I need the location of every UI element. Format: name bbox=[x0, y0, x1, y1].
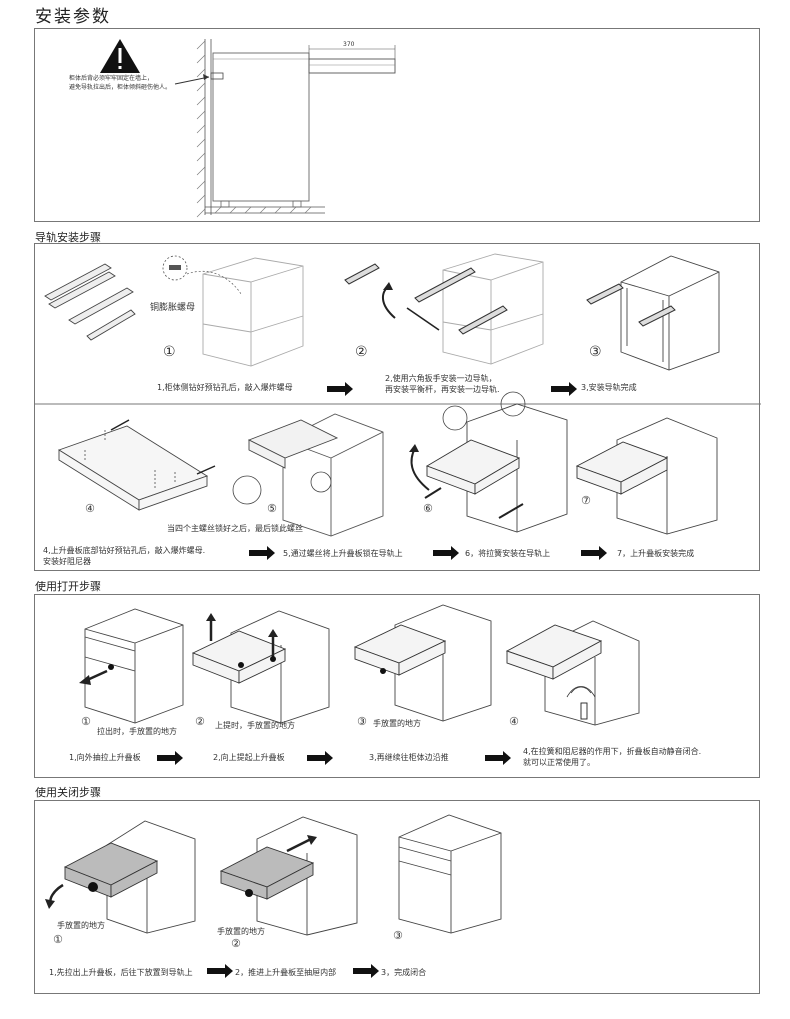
step-4-number: ④ bbox=[85, 502, 95, 515]
open-step-2-number: ② bbox=[195, 715, 205, 728]
open-step-3-number: ③ bbox=[357, 715, 367, 728]
warning-icon bbox=[100, 39, 140, 73]
rail-install-drawings bbox=[35, 244, 761, 572]
open-step-4-number: ④ bbox=[509, 715, 519, 728]
step-5-number: ⑤ bbox=[267, 502, 277, 515]
open-step-3-text: 3,再继续往柜体边沿推 bbox=[369, 753, 449, 764]
close-caption-2: 手放置的地方 bbox=[217, 927, 265, 938]
open-steps-panel: ① ② ③ ④ 拉出时，手放置的地方 上提时，手放置的地方 手放置的地方 1,向… bbox=[34, 594, 760, 778]
close-steps-heading: 使用关闭步骤 bbox=[35, 784, 101, 800]
step-3-number: ③ bbox=[589, 344, 602, 360]
close-caption-1: 手放置的地方 bbox=[57, 921, 105, 932]
open-step-4-text-line-1: 4,在拉簧和阻尼器的作用下，折叠板自动静音闭合. bbox=[523, 747, 701, 758]
close-step-1-number: ① bbox=[53, 933, 63, 946]
step-7-text: 7，上升叠板安装完成 bbox=[617, 549, 694, 560]
step-2-text-line-1: 2,使用六角扳手安装一边导轨， bbox=[385, 374, 497, 385]
install-params-panel: 柜体后背必须牢牢固定在墙上， 避免导轨拉出后，柜体倾斜砸伤他人。 370 bbox=[34, 28, 760, 222]
step-1-number: ① bbox=[163, 344, 176, 360]
step-6-number: ⑥ bbox=[423, 502, 433, 515]
close-step-1-text: 1,先拉出上升叠板，后往下放置到导轨上 bbox=[49, 968, 193, 979]
screw-note: 当四个主螺丝锁好之后，最后锁此螺丝 bbox=[167, 524, 303, 535]
warning-line-2: 避免导轨拉出后，柜体倾斜砸伤他人。 bbox=[69, 84, 171, 92]
open-step-4-text-line-2: 就可以正常使用了。 bbox=[523, 758, 595, 769]
open-step-1-text: 1,向外抽拉上升叠板 bbox=[69, 753, 141, 764]
page-title: 安装参数 bbox=[35, 2, 111, 27]
close-step-3-text: 3，完成闭合 bbox=[381, 968, 426, 979]
open-step-1-number: ① bbox=[81, 715, 91, 728]
close-step-2-number: ② bbox=[231, 937, 241, 950]
step-1-text: 1,柜体侧钻好预钻孔后，敲入爆炸螺母 bbox=[157, 383, 293, 394]
step-2-number: ② bbox=[355, 344, 368, 360]
open-steps-heading: 使用打开步骤 bbox=[35, 578, 101, 594]
step-3-text: 3,安装导轨完成 bbox=[581, 383, 637, 394]
step-4-text-line-1: 4,上升叠板底部钻好预钻孔后，敲入爆炸螺母. bbox=[43, 546, 205, 557]
step-2-text-line-2: 再安装平衡杆，再安装一边导轨. bbox=[385, 385, 500, 396]
step-7-number: ⑦ bbox=[581, 494, 591, 507]
close-step-3-number: ③ bbox=[393, 929, 403, 942]
open-caption-2: 上提时，手放置的地方 bbox=[215, 721, 295, 732]
open-caption-3: 手放置的地方 bbox=[373, 719, 421, 730]
close-steps-drawings bbox=[35, 801, 761, 995]
step-6-text: 6，将拉簧安装在导轨上 bbox=[465, 549, 550, 560]
open-step-2-text: 2,向上提起上升叠板 bbox=[213, 753, 285, 764]
open-caption-1: 拉出时，手放置的地方 bbox=[97, 727, 177, 738]
dimension-label: 370 bbox=[343, 41, 354, 49]
copper-nut-label: 铜膨胀螺母 bbox=[150, 302, 195, 314]
close-steps-panel: 手放置的地方 手放置的地方 ① ② ③ 1,先拉出上升叠板，后往下放置到导轨上 … bbox=[34, 800, 760, 994]
install-diagram bbox=[35, 29, 761, 223]
step-5-text: 5,通过螺丝将上升叠板锁在导轨上 bbox=[283, 549, 403, 560]
warning-line-1: 柜体后背必须牢牢固定在墙上， bbox=[69, 75, 153, 83]
step-4-text-line-2: 安装好阻尼器 bbox=[43, 557, 91, 568]
rail-install-panel: 铜膨胀螺母 ① ② ③ 1,柜体侧钻好预钻孔后，敲入爆炸螺母 2,使用六角扳手安… bbox=[34, 243, 760, 571]
close-step-2-text: 2，推进上升叠板至抽屉内部 bbox=[235, 968, 336, 979]
